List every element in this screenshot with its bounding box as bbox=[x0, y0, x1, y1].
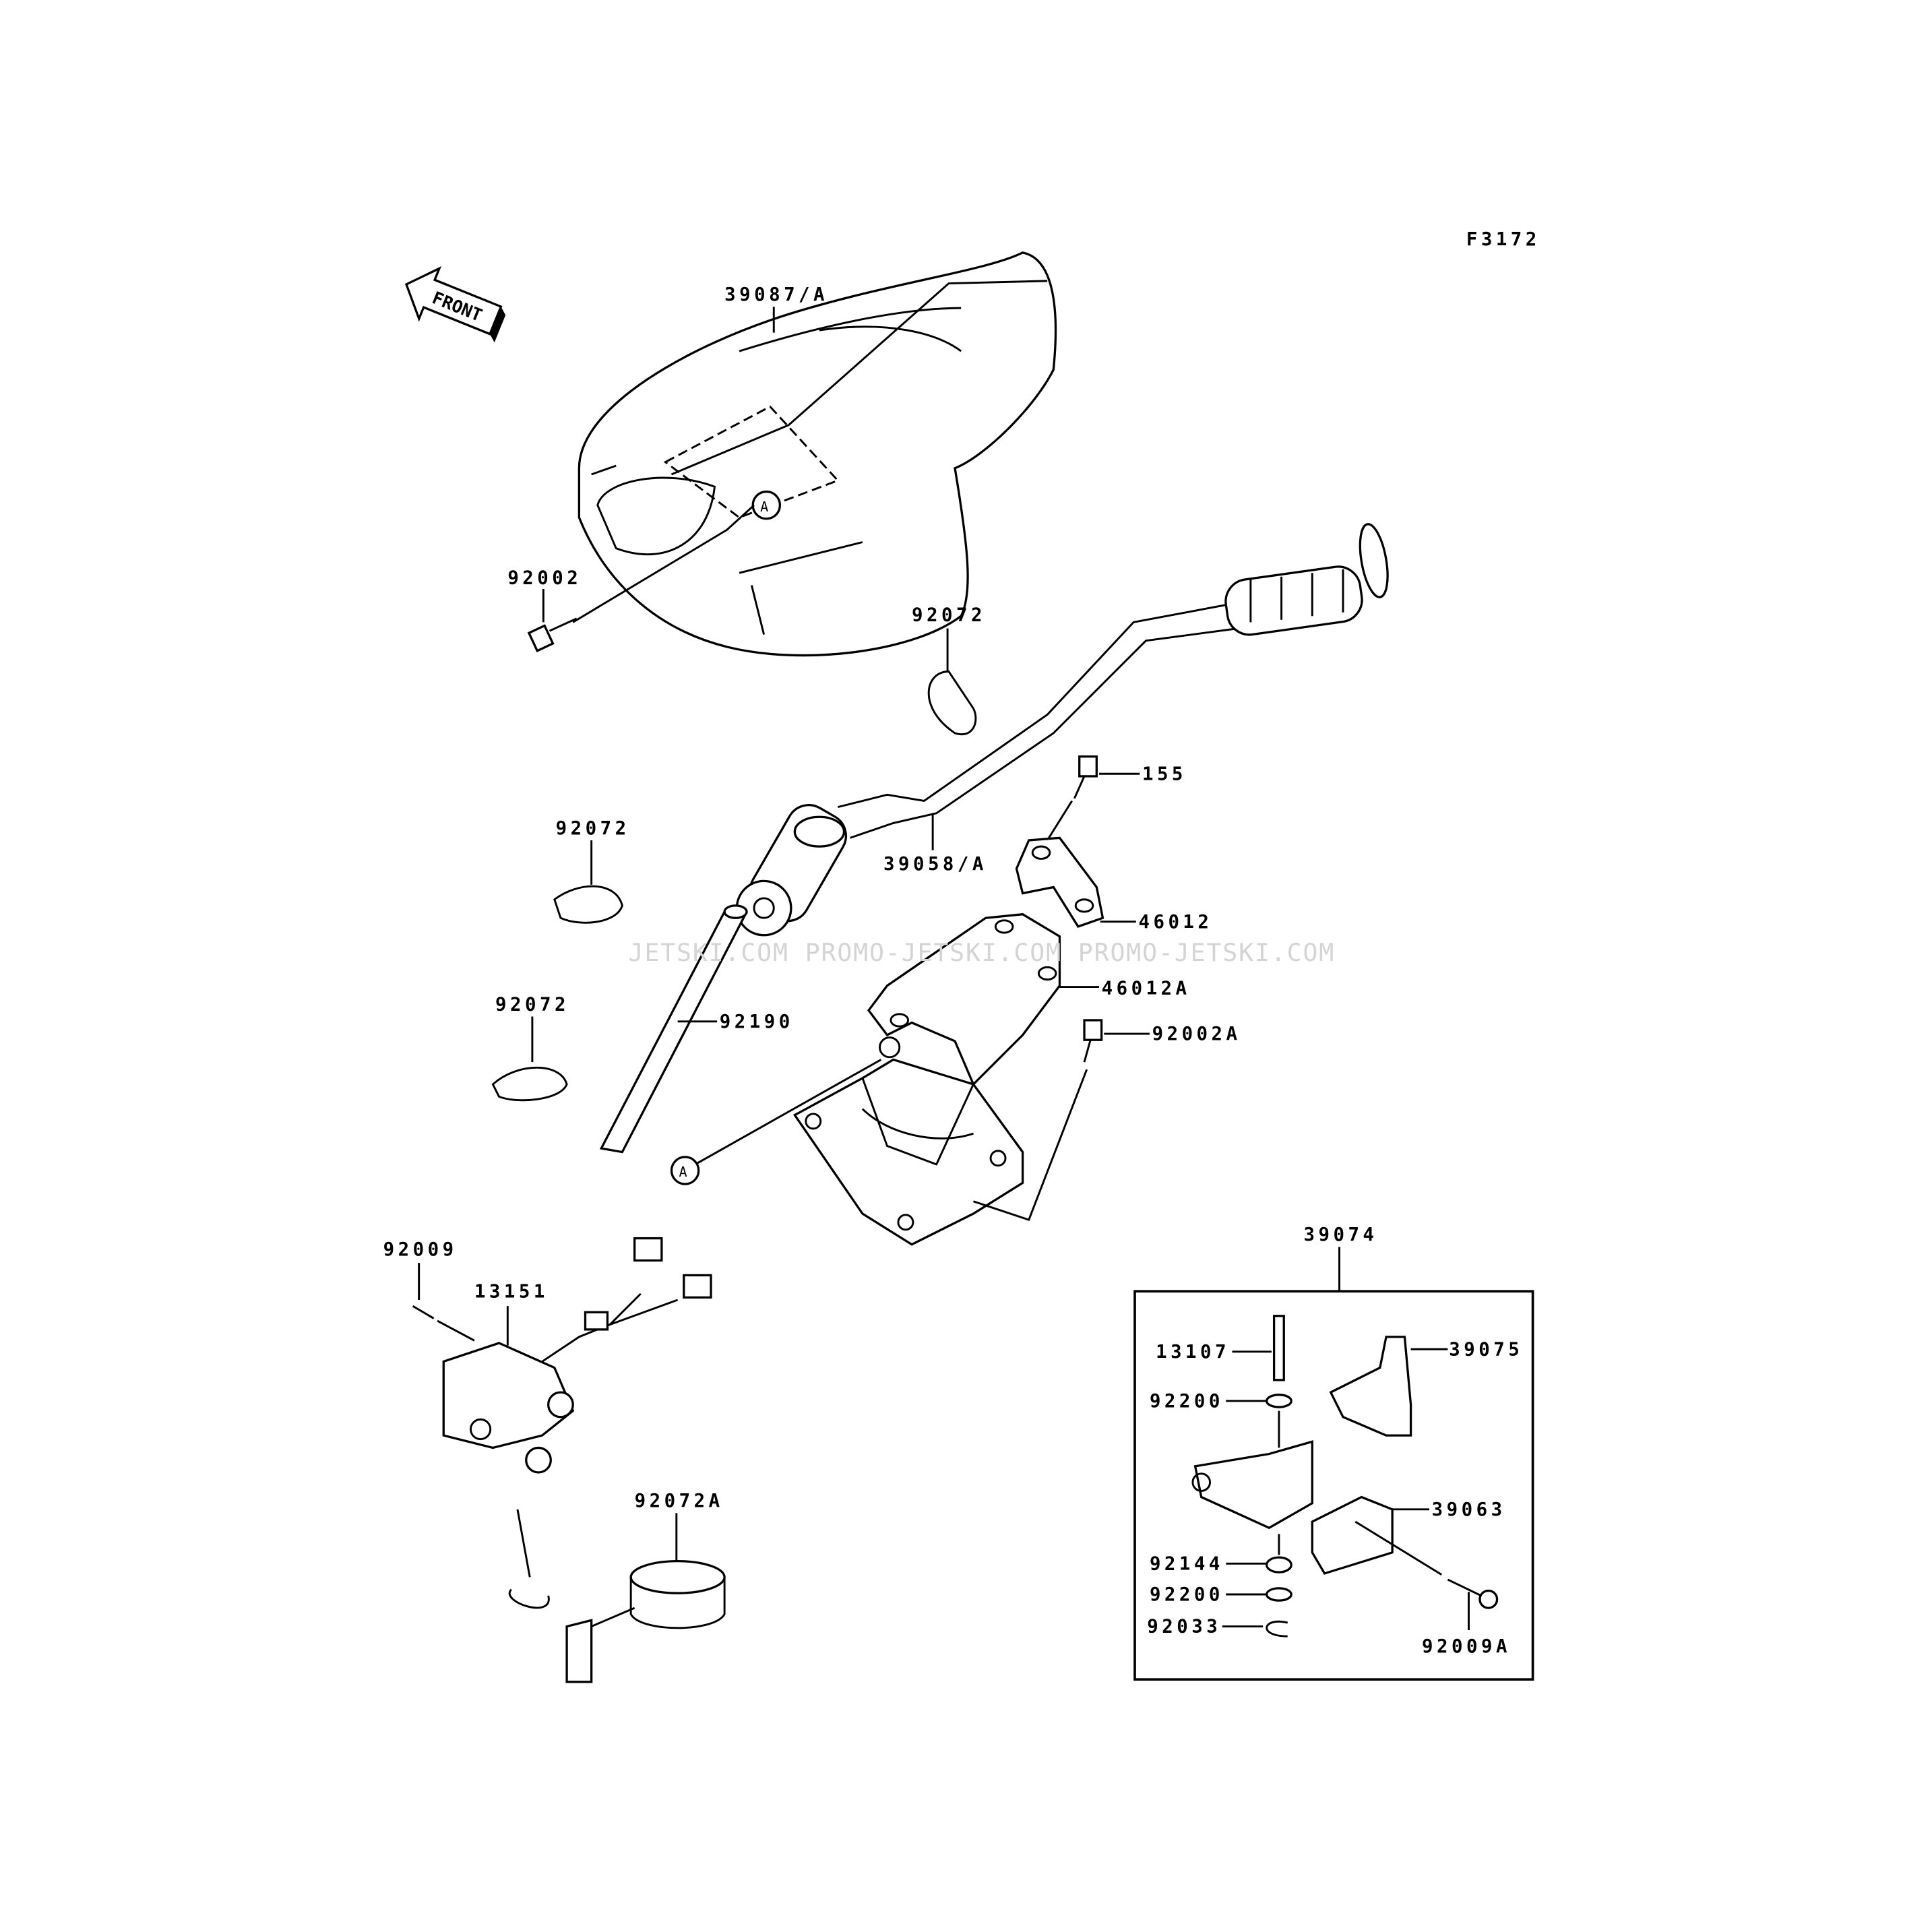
inset-39074: 39074 13107 92200 39075 39063 92144 9220… bbox=[1133, 1224, 1534, 1681]
label-92190: 92190 bbox=[720, 1011, 794, 1032]
band-clamp bbox=[491, 1067, 568, 1102]
lanyard bbox=[508, 1509, 726, 1683]
spring bbox=[1265, 1556, 1292, 1573]
screw-icon bbox=[1447, 1578, 1499, 1609]
front-arrow-icon: FRONT bbox=[404, 266, 506, 343]
label-92009: 92009 bbox=[383, 1239, 458, 1260]
washer bbox=[1265, 1587, 1292, 1602]
reference-mark-a-label: A bbox=[679, 1164, 687, 1180]
handlebar bbox=[735, 523, 1389, 937]
bolt-icon bbox=[1083, 1019, 1103, 1063]
lever-bracket bbox=[1193, 1440, 1313, 1530]
pin bbox=[1272, 1315, 1285, 1381]
tube bbox=[599, 904, 748, 1154]
label-92002a: 92002A bbox=[1152, 1024, 1241, 1045]
label-46012: 46012 bbox=[1138, 912, 1212, 933]
washer bbox=[1265, 1394, 1292, 1408]
stop-switch bbox=[442, 1237, 712, 1474]
housing bbox=[1311, 1495, 1394, 1575]
screw-icon bbox=[412, 1305, 435, 1319]
band-clamp bbox=[927, 671, 977, 736]
label-92200-top: 92200 bbox=[1150, 1391, 1224, 1412]
figure-code: F3172 bbox=[1466, 229, 1540, 250]
handlebar-holder-lower bbox=[792, 913, 1061, 1246]
label-92072-top: 92072 bbox=[912, 605, 986, 626]
label-92072a: 92072A bbox=[635, 1491, 724, 1512]
reference-mark-a bbox=[670, 1156, 700, 1185]
label-39075: 39075 bbox=[1449, 1339, 1523, 1360]
label-39063: 39063 bbox=[1432, 1499, 1506, 1520]
handlebar-cover bbox=[578, 251, 1057, 657]
label-92002: 92002 bbox=[507, 568, 582, 589]
label-92033: 92033 bbox=[1147, 1617, 1221, 1638]
label-39074: 39074 bbox=[1303, 1224, 1377, 1245]
label-92200-bottom: 92200 bbox=[1150, 1584, 1224, 1605]
label-92144: 92144 bbox=[1150, 1553, 1224, 1574]
label-39058a: 39058/A bbox=[883, 854, 987, 875]
label-92009a: 92009A bbox=[1422, 1636, 1511, 1657]
bolt-icon bbox=[1073, 755, 1098, 799]
bolt-icon bbox=[527, 617, 578, 652]
label-46012a: 46012A bbox=[1102, 978, 1191, 999]
label-92072-low: 92072 bbox=[495, 994, 569, 1015]
lever bbox=[1329, 1336, 1412, 1437]
label-92072-mid: 92072 bbox=[556, 818, 630, 839]
watermark: JETSKI.COM PROMO-JETSKI.COM PROMO-JETSKI… bbox=[629, 938, 1336, 967]
band-clamp bbox=[553, 885, 623, 924]
label-13107: 13107 bbox=[1156, 1342, 1230, 1363]
reference-mark-a-label: A bbox=[760, 499, 768, 515]
label-155: 155 bbox=[1142, 764, 1187, 784]
label-13151: 13151 bbox=[474, 1281, 549, 1302]
circlip bbox=[1266, 1621, 1288, 1638]
handlebar-holder-upper bbox=[1015, 836, 1104, 928]
label-39087a: 39087/A bbox=[724, 284, 828, 305]
